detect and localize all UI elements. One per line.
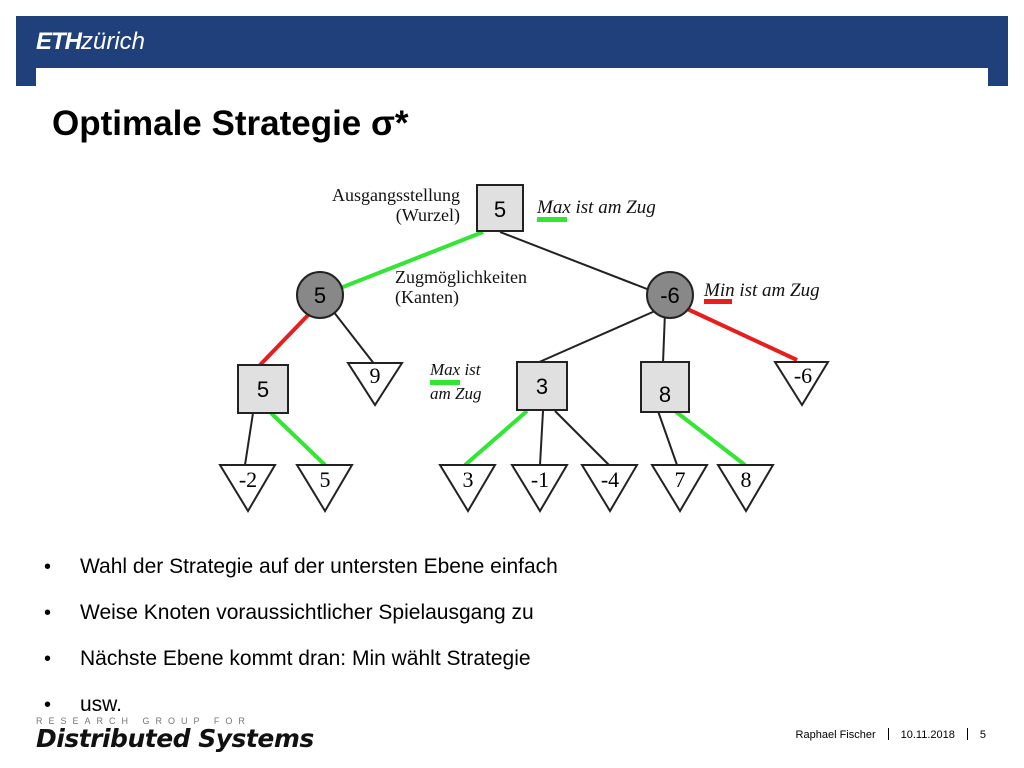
max-node-5-value: 5	[257, 377, 269, 402]
leaf-5-value: -4	[601, 467, 619, 492]
label-edges-line1: Zugmöglichkeiten	[395, 267, 527, 287]
footer-author: Raphael Fischer	[795, 729, 876, 741]
leaf-node-neg6	[773, 361, 830, 407]
leaf-2	[295, 464, 354, 513]
slide-title: Optimale Strategie σ*	[52, 104, 409, 143]
leaf-1	[218, 464, 277, 513]
edge-sq3-leaf3	[463, 409, 529, 467]
bullet-item: • Weise Knoten voraussichtlicher Spielaus…	[44, 594, 558, 640]
bullet-dot: •	[44, 694, 52, 716]
max-marker-top	[537, 217, 567, 222]
header-tab-left	[16, 68, 36, 86]
leaf-node-9	[346, 362, 404, 407]
leaf-node-9-value: 9	[370, 363, 381, 388]
leaf-5	[580, 464, 639, 513]
label-max-mid-line2: am Zug	[430, 384, 481, 403]
label-root-line2: (Wurzel)	[396, 205, 460, 226]
footer-meta: Raphael Fischer 10.11.2018 5	[796, 728, 986, 741]
max-node-8-value: 8	[659, 382, 671, 407]
bullet-text: Weise Knoten voraussichtlicher Spielausg…	[80, 601, 534, 624]
leaf-6	[650, 464, 709, 513]
max-marker-mid	[430, 380, 460, 385]
bullet-dot: •	[44, 648, 52, 670]
root-node	[476, 184, 524, 232]
leaf-6-value: 7	[675, 467, 686, 492]
min-node-left	[296, 271, 344, 319]
edge-root-right	[499, 231, 666, 297]
root-node-value: 5	[494, 197, 506, 222]
edge-root-left	[319, 230, 484, 298]
bullet-dot: •	[44, 556, 52, 578]
footer-separator	[966, 728, 968, 740]
min-node-right-value: -6	[660, 283, 680, 308]
edge-l1a-tri	[332, 310, 376, 366]
bullet-item: • usw.	[44, 686, 558, 732]
label-root-line1: Ausgangsstellung	[332, 185, 460, 205]
bullet-dot: •	[44, 602, 52, 624]
max-node-3	[516, 361, 568, 411]
max-node-5	[237, 364, 289, 414]
edge-l1b-tri	[682, 305, 798, 362]
edge-l1a-sq	[258, 309, 314, 367]
footer-page-number: 5	[979, 729, 986, 741]
leaf-3	[438, 464, 497, 513]
leaf-1-value: -2	[239, 467, 257, 492]
leaf-3-value: 3	[463, 467, 474, 492]
edge-sq3-leaf4	[539, 410, 544, 466]
leaf-4-value: -1	[531, 467, 549, 492]
min-marker	[704, 299, 732, 304]
leaf-7	[716, 464, 775, 513]
leaf-4	[510, 464, 569, 513]
footer-group-name: Distributed Systems	[36, 724, 314, 753]
bullet-text: Nächste Ebene kommt dran: Min wählt Stra…	[80, 647, 531, 670]
footer-date: 10.11.2018	[900, 729, 955, 741]
max-node-3-value: 3	[536, 374, 548, 399]
max-node-8	[640, 361, 690, 413]
bullet-item: • Wahl der Strategie auf der untersten Eb…	[44, 548, 558, 594]
edge-l1b-sq8	[662, 311, 666, 364]
logo-eth: ETH	[36, 28, 82, 55]
leaf-node-neg6-value: -6	[794, 363, 812, 388]
edge-sq8-leaf7	[673, 409, 747, 467]
label-max-mid-line1: Max ist	[429, 360, 482, 379]
bullet-list: • Wahl der Strategie auf der untersten Eb…	[44, 548, 558, 732]
footer-separator	[887, 728, 889, 740]
leaf-7-value: 8	[741, 467, 752, 492]
header-bar	[16, 16, 1008, 68]
bullet-text: usw.	[80, 693, 123, 716]
eth-logo: ETHzürich	[36, 27, 145, 57]
leaf-2-value: 5	[320, 467, 331, 492]
bullet-text: Wahl der Strategie auf der untersten Ebe…	[80, 555, 558, 578]
label-edges-line2: (Kanten)	[395, 287, 459, 308]
min-node-right	[646, 271, 694, 319]
edge-sq8-leaf6	[657, 410, 678, 466]
edge-sq5-leaf1	[244, 412, 254, 466]
edge-sq3-leaf5	[554, 410, 610, 466]
label-min: Min ist am Zug	[703, 280, 820, 301]
min-node-left-value: 5	[314, 283, 326, 308]
header-tab-right	[988, 68, 1008, 86]
label-max-top: Max ist am Zug	[536, 197, 656, 218]
edge-l1b-sq3	[536, 310, 656, 364]
footer-research-label: RESEARCH GROUP FOR	[36, 716, 251, 726]
bullet-item: • Nächste Ebene kommt dran: Min wählt Str…	[44, 640, 558, 686]
logo-zurich: zürich	[81, 28, 146, 55]
game-tree-diagram: 5 5 -6 5 9 3 8 -6 -2 5 3 -1 -4 7 8 Ausga…	[218, 184, 830, 513]
edge-sq5-leaf2	[269, 411, 327, 467]
